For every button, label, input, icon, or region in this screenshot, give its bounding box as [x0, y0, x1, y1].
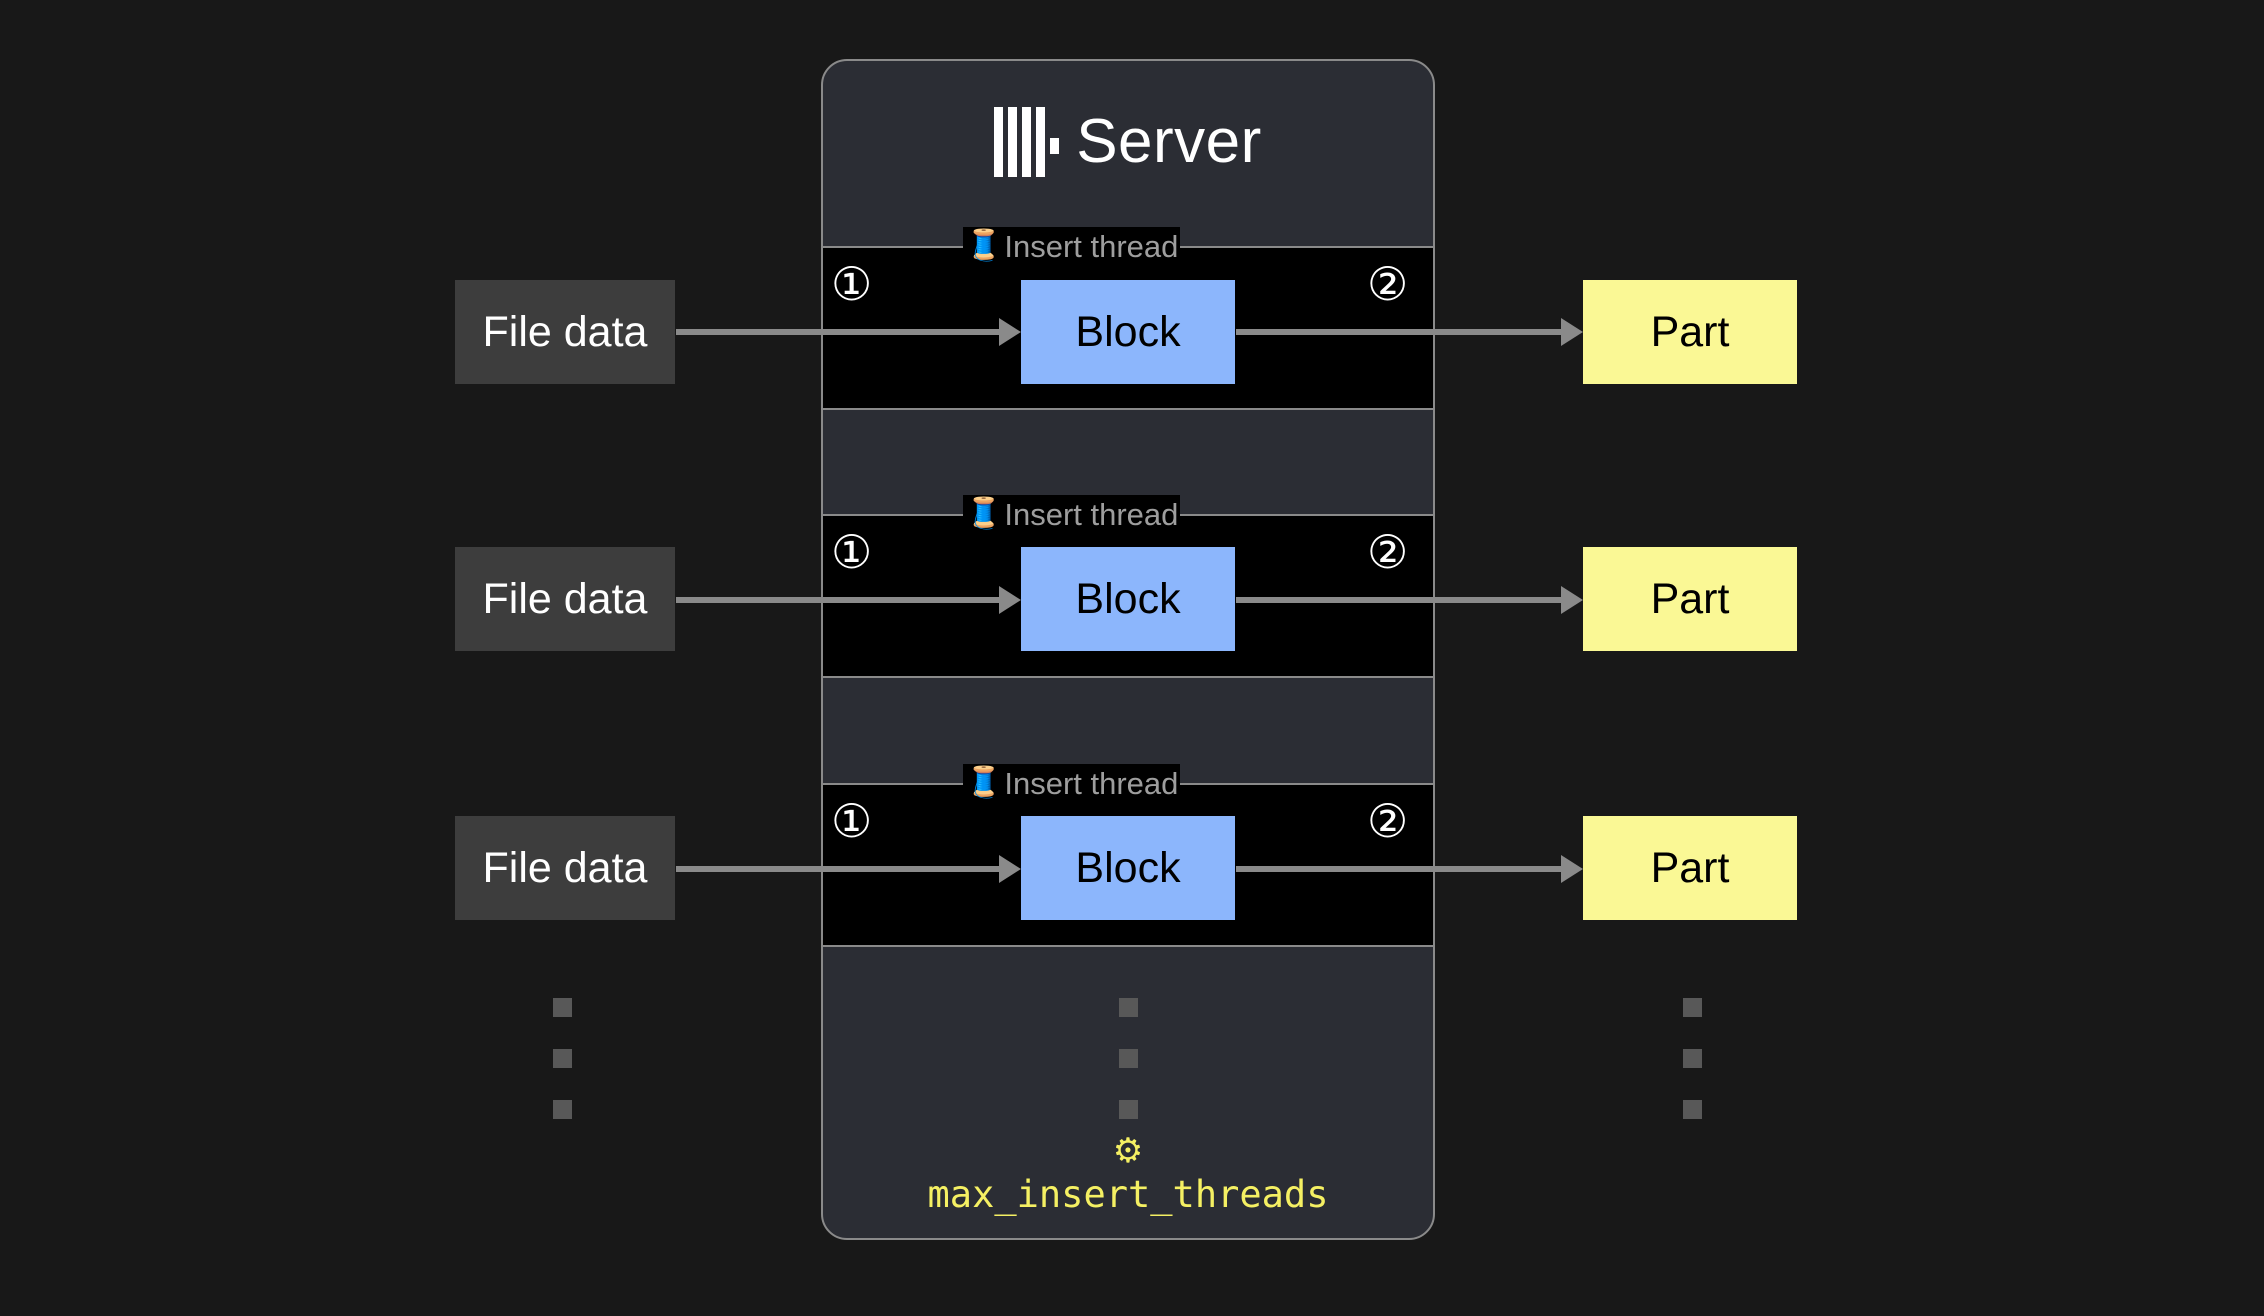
arrow-file-to-block [676, 855, 1021, 883]
step-marker-2: ② [1367, 794, 1409, 848]
step-marker-2: ② [1367, 525, 1409, 579]
block-box: Block [1021, 547, 1235, 651]
arrow-block-to-part [1236, 586, 1583, 614]
server-title: Server [821, 96, 1435, 188]
ellipsis-square [1119, 998, 1138, 1017]
arrow-file-to-block [676, 318, 1021, 346]
file-data-box: File data [455, 280, 675, 384]
insert-thread-label-text: Insert thread [1004, 496, 1179, 532]
step-marker-1: ① [831, 794, 873, 848]
insert-thread-label: 🧵 Insert thread [963, 227, 1181, 265]
arrow-block-to-part [1236, 855, 1583, 883]
server-title-label: Server [1076, 107, 1262, 176]
ellipsis-square [1683, 1100, 1702, 1119]
ellipsis-column-left [553, 998, 572, 1119]
part-box: Part [1583, 816, 1797, 920]
file-data-box: File data [455, 547, 675, 651]
ellipsis-column-right [1683, 998, 1702, 1119]
thread-spool-icon: 🧵 [965, 229, 1003, 262]
insert-thread-label-text: Insert thread [1004, 228, 1179, 264]
part-box: Part [1583, 547, 1797, 651]
ellipsis-square [1119, 1100, 1138, 1119]
ellipsis-square [553, 1049, 572, 1068]
step-marker-1: ① [831, 525, 873, 579]
block-box: Block [1021, 816, 1235, 920]
insert-thread-label: 🧵 Insert thread [963, 495, 1181, 533]
thread-spool-icon: 🧵 [965, 766, 1003, 799]
step-marker-1: ① [831, 257, 873, 311]
arrow-block-to-part [1236, 318, 1583, 346]
insert-thread-label-text: Insert thread [1004, 765, 1179, 801]
gear-icon: ⚙ [1112, 1131, 1144, 1171]
ellipsis-square [553, 1100, 572, 1119]
ellipsis-column-center [1119, 998, 1138, 1119]
part-box: Part [1583, 280, 1797, 384]
ellipsis-square [553, 998, 572, 1017]
arrow-file-to-block [676, 586, 1021, 614]
setting-footer: ⚙ max_insert_threads [821, 1134, 1435, 1213]
block-box: Block [1021, 280, 1235, 384]
ellipsis-square [1683, 1049, 1702, 1068]
ellipsis-square [1683, 998, 1702, 1017]
thread-spool-icon: 🧵 [965, 497, 1003, 530]
setting-name-label: max_insert_threads [927, 1173, 1329, 1216]
insert-thread-label: 🧵 Insert thread [963, 764, 1181, 802]
clickhouse-logo-icon [994, 107, 1060, 177]
file-data-box: File data [455, 816, 675, 920]
ellipsis-square [1119, 1049, 1138, 1068]
step-marker-2: ② [1367, 257, 1409, 311]
